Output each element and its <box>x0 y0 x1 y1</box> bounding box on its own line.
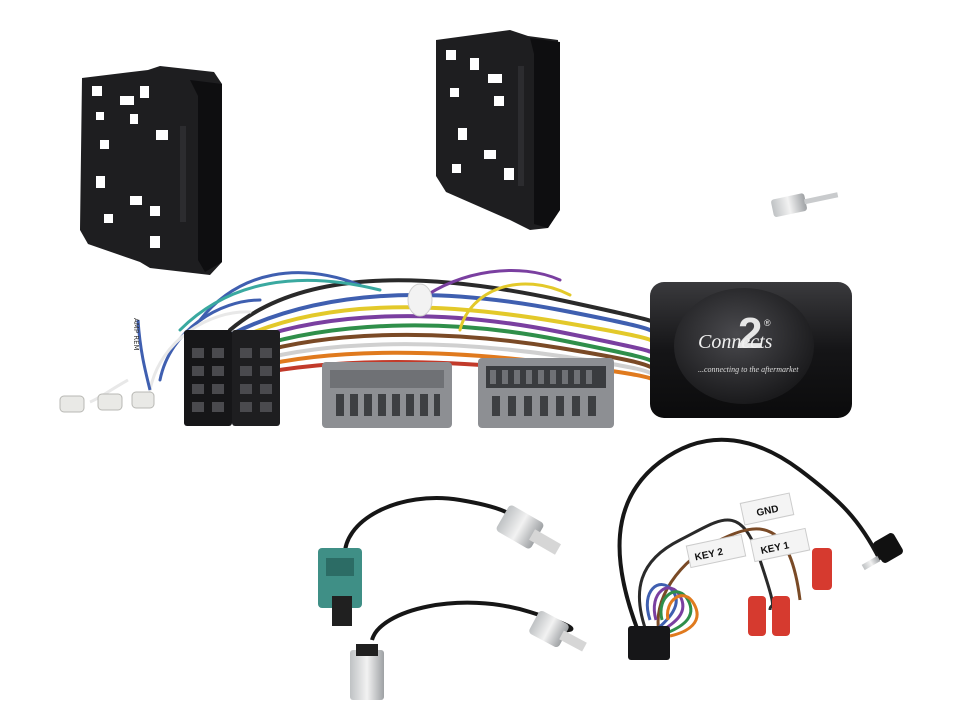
fascia-bracket-right <box>436 30 560 230</box>
vehicle-connector-right <box>478 358 614 428</box>
fakra-antenna-adapter <box>318 496 561 626</box>
brand-tagline: ...connecting to the aftermarket <box>698 365 799 374</box>
amp-remote-leads: AMP REM <box>59 318 155 413</box>
antenna-adapter-small <box>771 192 839 217</box>
brand-trademark: ® <box>764 318 771 328</box>
label-gnd: GND <box>756 504 780 519</box>
fascia-bracket-left <box>80 66 222 275</box>
brand-logo-name: Connects <box>698 331 773 353</box>
vehicle-connector-left <box>322 362 452 428</box>
antenna-adapter-large <box>350 600 587 700</box>
steering-lead: GND KEY 2 KEY 1 <box>617 437 903 660</box>
amp-remote-label: AMP REM <box>132 318 140 351</box>
iso-connector-pair <box>184 330 280 426</box>
brand-logo-digit: 2 <box>738 309 762 358</box>
interface-module: 2 Connects ® ...connecting to the afterm… <box>650 282 852 418</box>
